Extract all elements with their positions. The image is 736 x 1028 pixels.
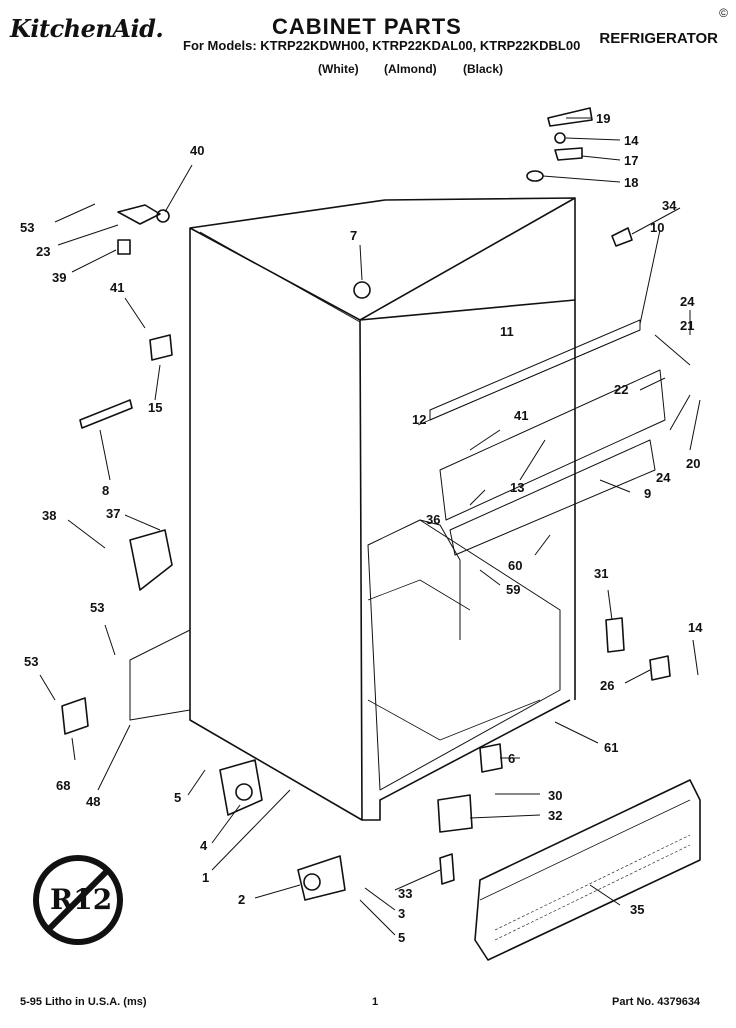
page-title: CABINET PARTS (272, 14, 462, 39)
callout-41: 41 (514, 408, 528, 423)
callout-39: 39 (52, 270, 66, 285)
r12-badge-text: R12 (50, 883, 113, 916)
kickplate-35 (474, 779, 701, 961)
roller-2 (297, 855, 346, 901)
callout-10: 10 (650, 220, 664, 235)
callout-1: 1 (202, 870, 209, 885)
callout-2: 2 (238, 892, 245, 907)
callout-35: 35 (630, 902, 644, 917)
callout-23: 23 (36, 244, 50, 259)
brand-logo: KitchenAid. (10, 14, 164, 43)
callout-68: 68 (56, 778, 70, 793)
callout-53: 53 (90, 600, 104, 615)
top-hinge-19 (547, 107, 593, 127)
callout-30: 30 (548, 788, 562, 803)
callout-11: 11 (500, 324, 514, 339)
color-white: (White) (318, 62, 359, 76)
callout-24: 24 (656, 470, 671, 485)
callout-37: 37 (106, 506, 120, 521)
callout-7: 7 (350, 228, 357, 243)
callout-32: 32 (548, 808, 562, 823)
cord-clip-37 (129, 529, 173, 591)
callout-33: 33 (398, 886, 412, 901)
panel-13 (449, 439, 656, 556)
callout-31: 31 (594, 566, 608, 581)
callout-41: 41 (110, 280, 124, 295)
page-number: 1 (372, 996, 379, 1008)
callout-53: 53 (20, 220, 34, 235)
roller-4 (219, 759, 263, 816)
callout-40: 40 (190, 143, 204, 158)
callout-53: 53 (24, 654, 38, 669)
callout-12: 12 (412, 412, 426, 427)
callout-48: 48 (86, 794, 100, 809)
part-number: Part No. 4379634 (612, 996, 701, 1008)
callout-4: 4 (200, 838, 208, 853)
inner-liner (367, 519, 561, 791)
panel-9 (439, 369, 666, 521)
r12-refrigerant-icon (33, 855, 123, 945)
callout-19: 19 (596, 111, 610, 126)
model-numbers: For Models: KTRP22KDWH00, KTRP22KDAL00, … (183, 38, 581, 53)
callout-61: 61 (604, 740, 618, 755)
fitting-23 (117, 204, 161, 225)
callout-5: 5 (174, 790, 181, 805)
callout-60: 60 (508, 558, 522, 573)
callout-8: 8 (102, 483, 109, 498)
callout-6: 6 (508, 751, 515, 766)
callout-5: 5 (398, 930, 405, 945)
callout-18: 18 (624, 175, 638, 190)
callout-3: 3 (398, 906, 405, 921)
litho-note: 5-95 Litho in U.S.A. (ms) (20, 996, 147, 1008)
callout-59: 59 (506, 582, 520, 597)
callout-numbers: 1914171834104053233974115111224212241132… (20, 111, 703, 945)
callout-17: 17 (624, 153, 638, 168)
color-almond: (Almond) (384, 62, 437, 76)
callout-22: 22 (614, 382, 628, 397)
callout-14: 14 (688, 620, 703, 635)
grille-48 (129, 629, 191, 721)
callout-9: 9 (644, 486, 651, 501)
callout-34: 34 (662, 198, 677, 213)
callout-24: 24 (680, 294, 695, 309)
callout-14: 14 (624, 133, 639, 148)
appliance-category: REFRIGERATOR (599, 30, 718, 47)
callout-21: 21 (680, 318, 694, 333)
callout-26: 26 (600, 678, 614, 693)
corner-mark: © (719, 6, 728, 20)
callout-15: 15 (148, 400, 162, 415)
callout-13: 13 (510, 480, 524, 495)
callout-36: 36 (426, 512, 440, 527)
color-black: (Black) (463, 62, 504, 76)
callout-38: 38 (42, 508, 56, 523)
callout-20: 20 (686, 456, 700, 471)
